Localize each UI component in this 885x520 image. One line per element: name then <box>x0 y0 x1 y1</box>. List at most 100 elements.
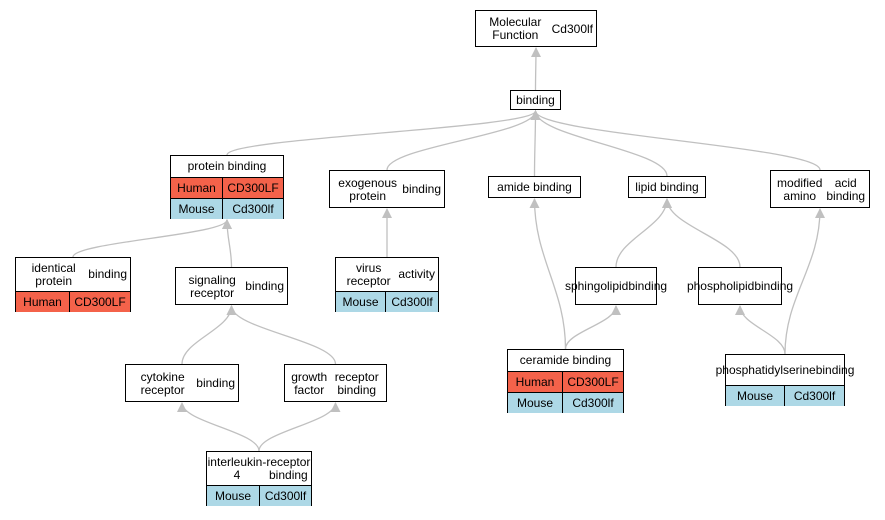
node-lipid-binding: lipid binding <box>628 176 706 198</box>
node-title-line: receptor binding <box>266 454 311 482</box>
gene-label: Cd300lf <box>562 393 623 413</box>
gene-label: Cd300lf <box>259 486 311 506</box>
edge-exogenous-protein-binding-to-binding <box>386 110 541 171</box>
edge-modified-amino-acid-binding-to-binding <box>530 110 821 171</box>
edge-identical-protein-binding-to-protein-binding <box>72 219 232 258</box>
edge-phospholipid-binding-to-lipid-binding <box>662 198 741 268</box>
node-title-line: Molecular Function <box>489 15 542 42</box>
edge-interleukin4-receptor-binding-to-growth-factor-receptor-binding <box>258 402 341 452</box>
node-title-line: activity <box>398 267 435 281</box>
node-title-line: receptor binding <box>334 369 379 397</box>
species-label: Human <box>177 180 216 195</box>
node-title-line: binding <box>196 376 235 390</box>
node-title-line: binding <box>402 182 441 196</box>
annotation-row-mouse: Mouse Cd300lf <box>726 385 844 406</box>
node-signaling-receptor-binding: signaling receptor binding <box>175 267 288 305</box>
node-title: binding <box>511 91 560 110</box>
node-title: ceramide binding <box>508 350 623 371</box>
node-title-line: growth factor <box>291 369 328 397</box>
edge-ceramide-binding-to-amide-binding <box>529 198 567 350</box>
gene-label: CD300LF <box>562 372 623 392</box>
node-title: Molecular Function Cd300lf <box>476 11 596 47</box>
node-title: identical protein binding <box>16 258 130 291</box>
node-title-line: binding <box>245 279 284 293</box>
gene-label: CD300LF <box>69 292 130 312</box>
node-exogenous-protein-binding: exogenous protein binding <box>329 170 445 208</box>
node-title-line: virus receptor <box>346 260 391 288</box>
annotation-row-mouse: Mouse Cd300lf <box>171 198 283 219</box>
edge-interleukin4-receptor-binding-to-cytokine-receptor-binding <box>177 402 260 452</box>
node-title-line: interleukin-4 <box>207 454 267 482</box>
edge-lipid-binding-to-binding <box>530 110 668 177</box>
edge-phosphatidylserine-binding-to-phospholipid-binding <box>735 305 786 355</box>
node-title-line: binding <box>516 93 555 107</box>
node-title: cytokine receptor binding <box>126 365 238 402</box>
species-label: Mouse <box>516 395 554 410</box>
annotation-row-human: Human CD300LF <box>16 291 130 312</box>
node-title: protein binding <box>171 156 283 177</box>
node-title: amide binding <box>489 177 580 198</box>
node-title-line: signaling receptor <box>188 272 236 300</box>
node-title-line: identical protein <box>31 260 76 288</box>
edge-cytokine-receptor-binding-to-signaling-receptor-binding <box>181 305 237 365</box>
node-title: virus receptor activity <box>336 258 438 291</box>
node-title-line: ceramide binding <box>519 353 612 367</box>
gene-label: CD300LF <box>222 178 283 198</box>
node-title-line: amide binding <box>497 180 572 194</box>
species-label: Mouse <box>178 201 215 216</box>
species-label: Mouse <box>736 388 774 403</box>
annotation-row-mouse: Mouse Cd300lf <box>336 291 438 312</box>
node-title-line: phospholipid <box>686 279 755 293</box>
edge-phosphatidylserine-binding-to-modified-amino-acid-binding <box>784 208 825 355</box>
gene-label: Cd300lf <box>385 292 438 312</box>
node-binding: binding <box>510 90 561 110</box>
node-title-line: acid binding <box>826 175 866 203</box>
edge-signaling-receptor-binding-to-protein-binding <box>222 219 233 268</box>
node-title-line: Cd300lf <box>551 21 593 36</box>
species-label: Human <box>23 294 62 309</box>
node-title-line: protein binding <box>187 159 267 173</box>
annotation-row-human: Human CD300LF <box>171 177 283 198</box>
node-title: signaling receptor binding <box>176 268 287 305</box>
node-title-line: sphingolipid <box>564 279 629 293</box>
node-title-line: modified amino <box>777 175 823 203</box>
edge-ceramide-binding-to-sphingolipid-binding <box>564 305 621 350</box>
edge-growth-factor-receptor-binding-to-signaling-receptor-binding <box>226 305 337 365</box>
node-title: lipid binding <box>629 177 705 198</box>
node-root: Molecular Function Cd300lf <box>475 10 597 47</box>
node-title-line: binding <box>754 279 794 293</box>
node-amide-binding: amide binding <box>488 176 581 198</box>
node-title-line: exogenous protein <box>338 175 397 203</box>
gene-label: Cd300lf <box>784 386 844 406</box>
node-title-line: binding <box>88 267 127 281</box>
gene-label: Cd300lf <box>222 199 283 219</box>
node-title-line: phosphatidylserine <box>715 362 816 377</box>
node-title-line: binding <box>628 279 668 293</box>
edge-sphingolipid-binding-to-lipid-binding <box>615 198 672 268</box>
node-title-line: cytokine receptor <box>140 369 185 397</box>
node-title: exogenous protein binding <box>330 171 444 208</box>
annotation-row-mouse: Mouse Cd300lf <box>508 392 623 413</box>
annotation-row-mouse: Mouse Cd300lf <box>207 485 311 506</box>
species-label: Mouse <box>214 488 252 503</box>
species-label: Mouse <box>342 294 379 309</box>
node-cytokine-receptor-binding: cytokine receptor binding <box>125 364 239 402</box>
node-title-line: binding <box>815 362 855 377</box>
